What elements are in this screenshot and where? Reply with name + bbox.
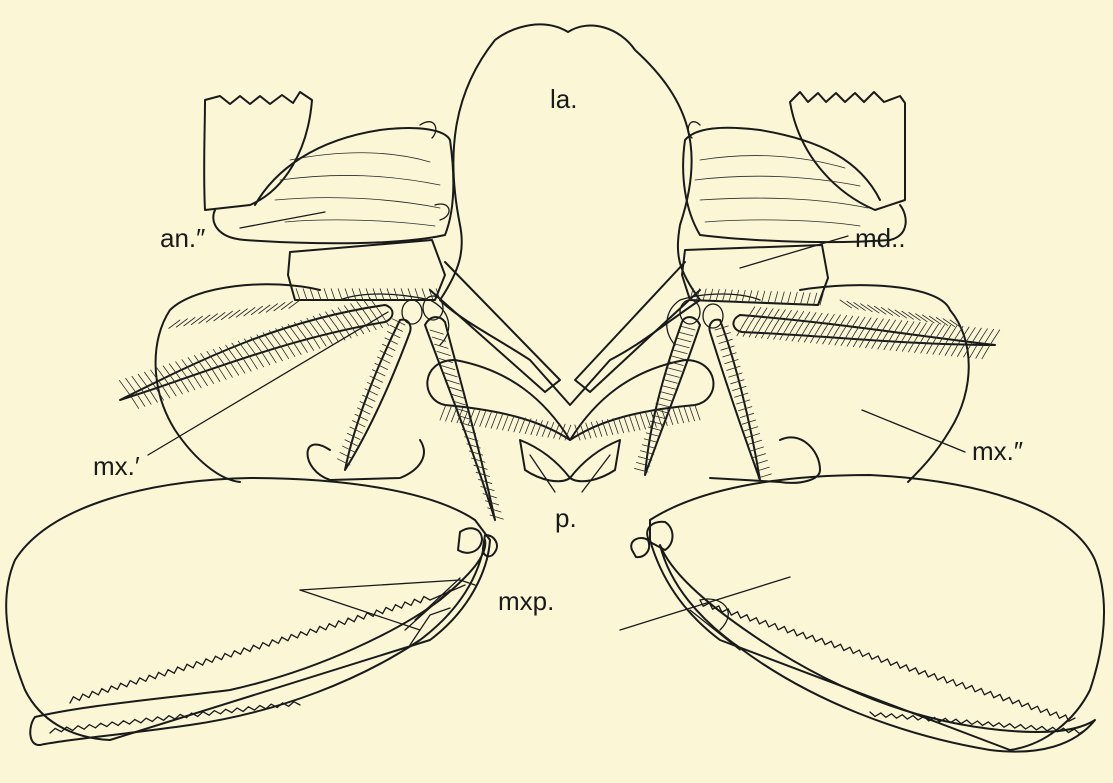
- label-an: an.″: [160, 223, 205, 253]
- label-mx2: mx.″: [972, 436, 1023, 466]
- right-antenna: [683, 92, 906, 242]
- left-antenna: [204, 92, 453, 243]
- label-mx1: mx.′: [93, 451, 140, 481]
- p-leader-left: [530, 455, 555, 492]
- setae-hatching: [119, 288, 999, 519]
- label-la: la.: [550, 84, 577, 114]
- label-mxp: mxp.: [498, 586, 554, 616]
- right-maxilliped: [631, 475, 1104, 752]
- left-first-maxilla: [120, 294, 495, 520]
- label-p: p.: [555, 503, 577, 533]
- left-maxilliped: [6, 478, 497, 745]
- mxp-leader-left: [300, 580, 460, 590]
- label-md: md..: [855, 223, 906, 253]
- right-mandible: [575, 245, 828, 392]
- labrum: [440, 24, 700, 405]
